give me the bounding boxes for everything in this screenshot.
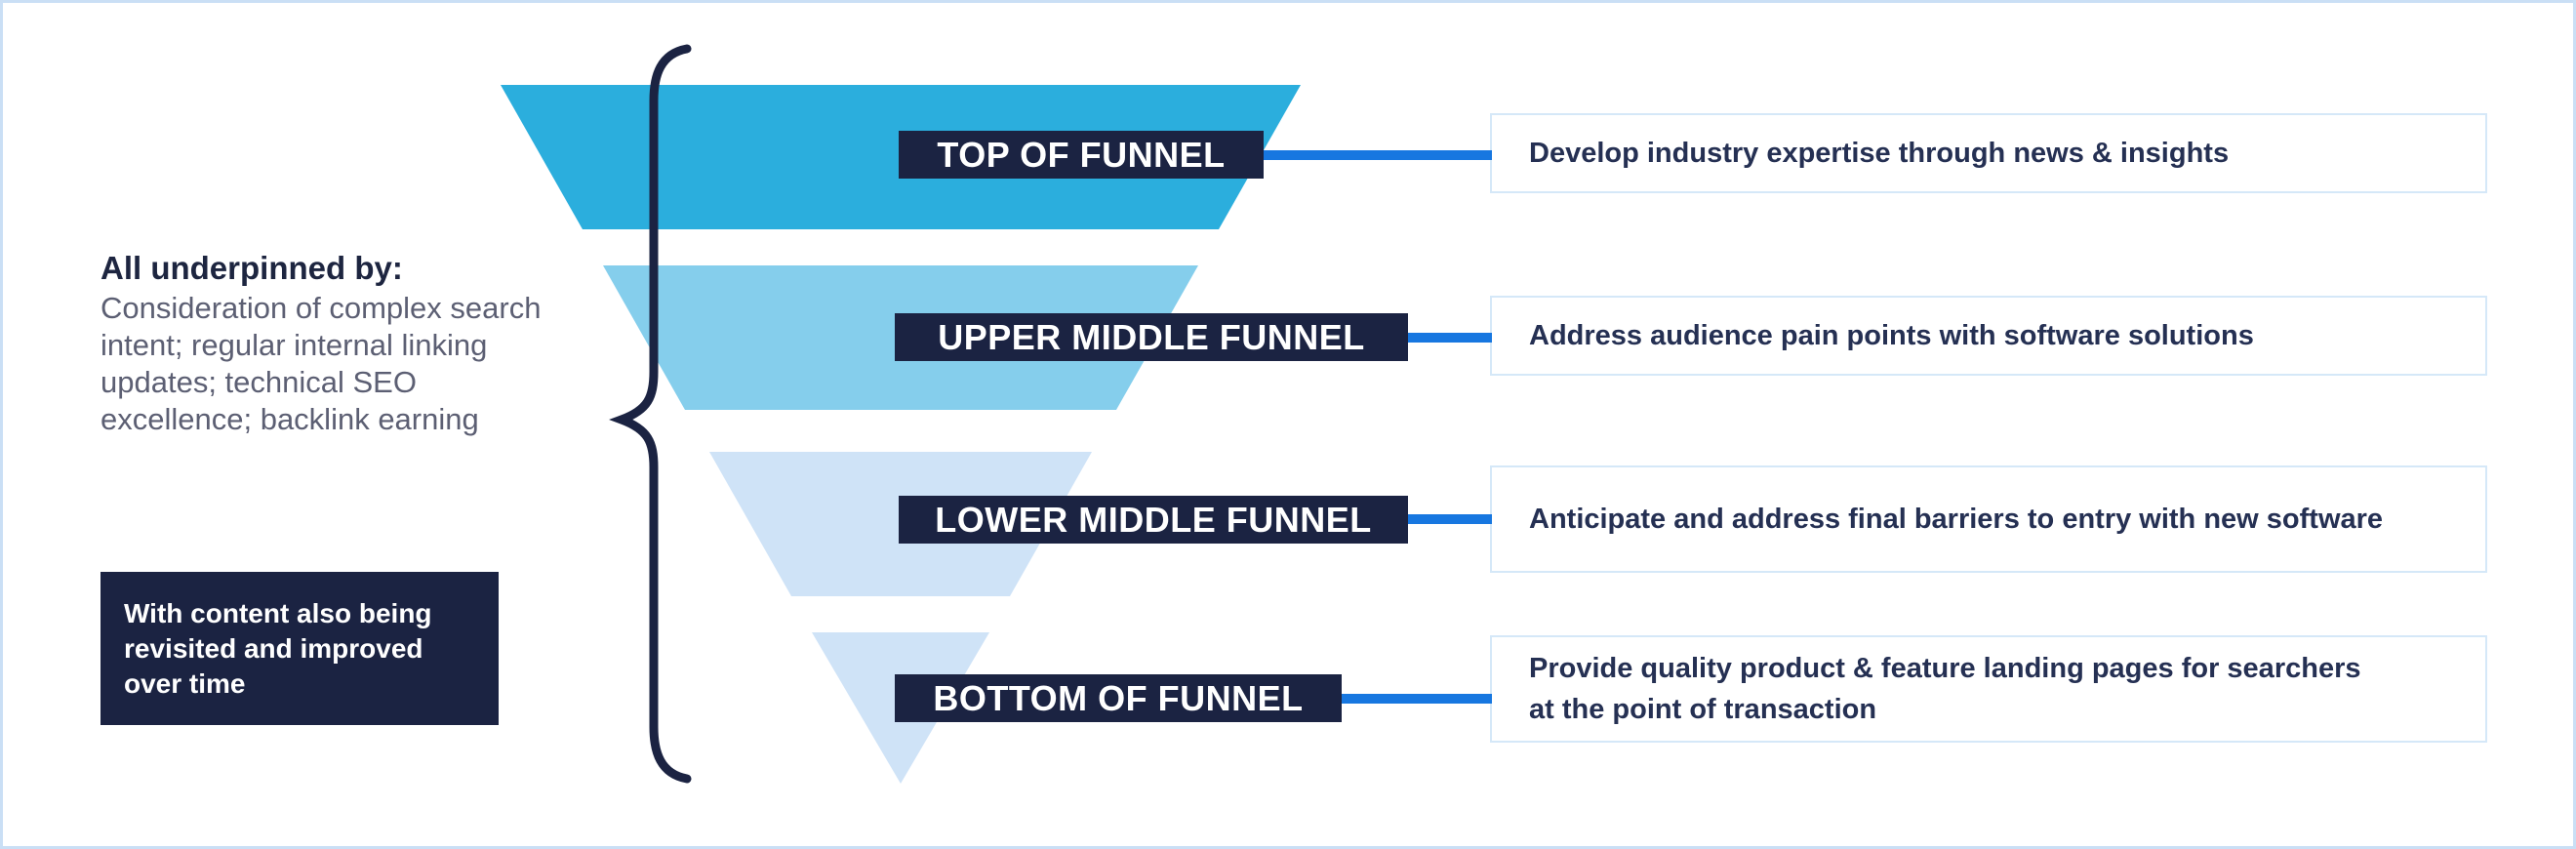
stage-label-top-of-funnel: TOP OF FUNNEL (899, 131, 1264, 179)
curly-brace (609, 44, 692, 784)
stage-label-bottom-of-funnel: BOTTOM OF FUNNEL (895, 674, 1342, 722)
description-text: Address audience pain points with softwa… (1529, 319, 2254, 351)
stage-label-upper-middle-funnel: UPPER MIDDLE FUNNEL (895, 313, 1408, 361)
connector-line-bottom (1342, 694, 1492, 704)
description-box-top-of-funnel: Develop industry expertise through news … (1490, 113, 2487, 193)
description-box-lower-middle-funnel: Anticipate and address final barriers to… (1490, 465, 2487, 573)
side-note-body: Consideration of complex search intent; … (101, 291, 542, 436)
callout-text: With content also being revisited and im… (124, 597, 432, 699)
description-box-bottom-of-funnel: Provide quality product & feature landin… (1490, 635, 2487, 743)
description-text: Anticipate and address final barriers to… (1529, 503, 2384, 535)
connector-line-upper-middle (1408, 333, 1492, 343)
callout-box: With content also being revisited and im… (101, 572, 499, 725)
side-note-heading: All underpinned by: (101, 250, 403, 286)
side-note: All underpinned by: Consideration of com… (101, 249, 569, 438)
connector-line-top (1264, 150, 1492, 160)
description-text: Provide quality product & feature landin… (1529, 652, 2361, 725)
connector-line-lower-middle (1408, 514, 1492, 524)
description-text: Develop industry expertise through news … (1529, 137, 2230, 169)
stage-label-lower-middle-funnel: LOWER MIDDLE FUNNEL (899, 496, 1408, 544)
description-box-upper-middle-funnel: Address audience pain points with softwa… (1490, 296, 2487, 376)
